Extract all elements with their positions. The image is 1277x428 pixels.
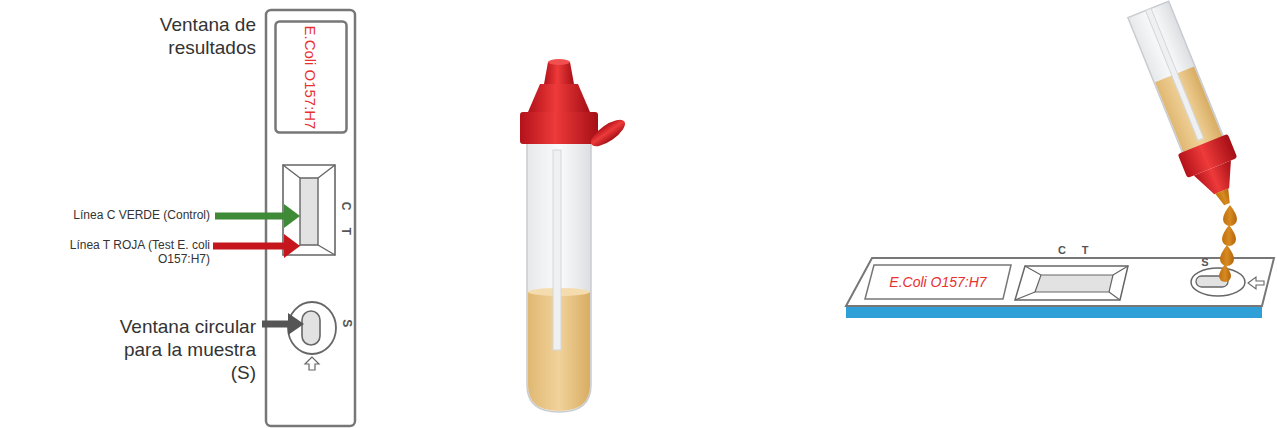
leader-arrows	[213, 204, 304, 335]
label-window: E.Coli O157:H7	[864, 264, 1012, 300]
callout-label: Línea C VERDE (Control)	[40, 208, 210, 222]
line-letter: S	[340, 316, 354, 330]
callout-label: Ventana circular para la muestra (S)	[104, 316, 256, 384]
label-window: E.Coli O157:H7	[274, 20, 348, 134]
sample-vial	[520, 59, 629, 412]
line-letter: T	[1078, 244, 1092, 257]
line-letter: S	[1198, 256, 1212, 269]
line-letter: T	[339, 224, 353, 238]
drops	[1219, 205, 1237, 282]
line-letter: C	[1055, 244, 1069, 257]
test-cassette-flat	[846, 258, 1274, 318]
dropper-tube	[1123, 0, 1252, 214]
product-name: E.Coli O157:H7	[889, 274, 986, 290]
line-letter: C	[339, 199, 353, 213]
product-name: E.Coli O157:H7	[303, 25, 320, 129]
callout-label: Línea T ROJA (Test E. coli O157:H7)	[48, 238, 210, 267]
callout-label: Ventana de resultados	[106, 14, 256, 60]
